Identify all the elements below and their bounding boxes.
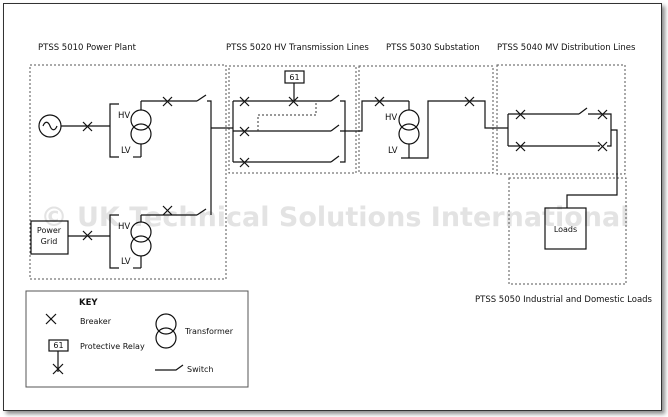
generator-feeder-line [61,103,119,158]
substation-output-line [401,100,508,159]
hv-to-substation [345,100,380,132]
loads-area-boundary [508,177,627,285]
label-power-grid-1: Power [37,226,62,235]
power-grid-box [30,220,69,255]
key-breaker-label: Breaker [80,317,112,326]
watermark: © UK Technical Solutions International [41,202,630,233]
key-breaker-icon [45,313,57,325]
transformer-generator [130,101,152,158]
loads-box [544,207,587,250]
mv-to-loads-line [566,113,618,208]
breaker-hv-1a [239,96,250,107]
section-title-hv-lines: PTSS 5020 HV Transmission Lines [226,43,369,53]
switch-gen-hv [196,94,207,102]
key-relay-label: Protective Relay [80,342,145,351]
power-plant-boundary [29,64,227,280]
label-lv-gen: LV [121,146,131,156]
label-hv-gen: HV [118,111,130,121]
section-title-mv-lines: PTSS 5040 MV Distribution Lines [497,43,636,53]
hv-right-bus [340,100,346,163]
relay-signal-line [257,101,317,131]
key-relay-code: 61 [53,341,63,350]
switch-hv-2 [330,124,340,132]
switch-hv-1 [330,94,340,102]
switch-grid-hv [196,208,207,216]
key-transformer-label: Transformer [184,327,234,336]
key-title: KEY [79,298,98,308]
breaker-hv-3 [239,157,250,168]
label-hv-sub: HV [385,113,397,123]
section-title-power-plant: PTSS 5010 Power Plant [38,43,137,53]
breaker-generator [82,121,93,132]
switch-mv-1 [578,107,588,115]
label-hv-grid: HV [118,222,130,232]
breaker-hv-2 [239,126,250,137]
label-power-grid-2: Grid [41,237,58,246]
key-relay-breaker-icon [52,363,64,375]
plant-busbar [207,100,212,215]
breaker-substation-in [374,96,385,107]
key-switch-label: Switch [187,365,213,374]
breaker-grid [82,230,93,241]
label-loads: Loads [554,225,577,234]
key-panel [25,290,249,388]
section-title-substation: PTSS 5030 Substation [386,43,480,53]
breaker-substation-out [464,96,475,107]
relay-code: 61 [289,73,299,82]
substation-boundary [358,65,494,174]
section-title-loads-area: PTSS 5050 Industrial and Domestic Loads [475,295,653,305]
key-switch-icon [155,364,184,371]
generator-icon [38,114,62,138]
grid-feeder-line [68,214,119,269]
breaker-gen-hv [162,96,173,107]
label-lv-grid: LV [121,257,131,267]
breaker-mv-1 [515,109,526,120]
transformer-substation [398,101,420,158]
breaker-mv-2 [515,141,526,152]
mv-lines-boundary [496,64,626,175]
breaker-hv-1b [288,96,299,107]
key-transformer-icon [155,313,177,349]
transformer-grid [130,215,152,269]
breaker-grid-hv [162,205,173,216]
hv-lines-boundary [228,65,357,174]
label-lv-sub: LV [388,146,398,156]
breaker-mv-4 [597,141,608,152]
switch-hv-3 [330,155,340,163]
